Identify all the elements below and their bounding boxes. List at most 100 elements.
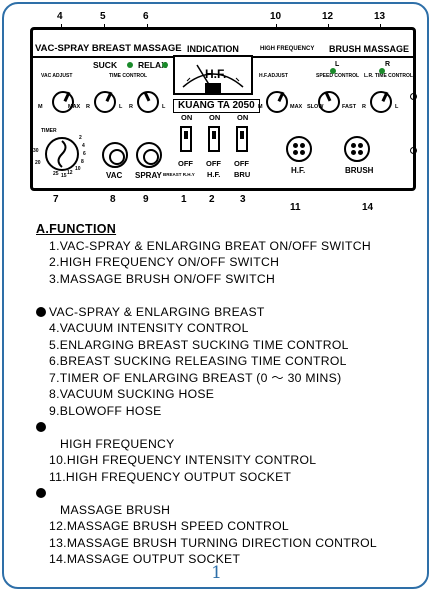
brush-output-socket[interactable] — [344, 136, 370, 162]
section-brush-heading: MASSAGE BRUSH — [60, 502, 171, 517]
knob-r-label: R — [86, 104, 90, 110]
callout-14: 14 — [362, 202, 374, 213]
function-heading: A.FUNCTION — [36, 222, 117, 236]
callout-10: 10 — [270, 11, 282, 22]
function-line: 6.BREAST SUCKING RELEASING TIME CONTROL — [49, 354, 347, 368]
socket-pin — [293, 143, 298, 148]
suck-time-knob[interactable] — [94, 91, 116, 113]
switch2-on-label: ON — [209, 113, 221, 122]
knob-min-label: M — [38, 104, 43, 110]
callout-4: 4 — [57, 11, 63, 22]
hf-adjust-label: H.F.ADJUST — [259, 73, 288, 79]
function-line: 11.HIGH FREQUENCY OUTPUT SOCKET — [49, 469, 292, 484]
callout-8: 8 — [110, 194, 116, 205]
switch2-off-label: OFF — [206, 159, 221, 168]
brush-socket-label: BRUSH — [345, 166, 374, 175]
section-vac-label: VAC-SPRAY & ENLARGING BREAST — [49, 304, 265, 319]
panel-screw-icon — [410, 93, 417, 100]
knob-max-label: MAX — [68, 104, 81, 110]
timer-mark-10: 10 — [75, 166, 81, 172]
knob-l-label: L — [395, 104, 399, 110]
brush-direction-knob[interactable] — [370, 91, 392, 113]
socket-pin — [300, 150, 305, 155]
hf-output-socket[interactable] — [286, 136, 312, 162]
function-line: 8.VACUUM SUCKING HOSE — [49, 387, 215, 401]
knob-r-label: R — [129, 104, 133, 110]
timer-mark-30: 30 — [33, 148, 39, 154]
socket-pin — [358, 143, 363, 148]
section-hf-heading: HIGH FREQUENCY — [60, 436, 175, 451]
spray-label: SPRAY — [135, 171, 162, 180]
timer-mark-4: 4 — [82, 143, 85, 149]
relax-indicator-icon — [162, 62, 168, 68]
timer-mark-20: 20 — [35, 160, 41, 166]
callout-13: 13 — [374, 11, 386, 22]
panel-title: VAC-SPRAY BREAST MASSAGE — [35, 43, 182, 54]
function-line: 3.MASSAGE BRUSH ON/OFF SWITCH — [49, 271, 276, 286]
function-line: 2.HIGH FREQUENCY ON/OFF SWITCH — [49, 255, 280, 269]
high-frequency-label: HIGH FREQUENCY — [260, 46, 315, 52]
relax-label: RELAX — [138, 60, 167, 70]
suck-label: SUCK — [93, 60, 118, 70]
function-line: 10.HIGH FREQUENCY INTENSITY CONTROL — [49, 453, 317, 467]
timer-mark-8: 8 — [81, 159, 84, 165]
knob-fast-label: FAST — [342, 104, 357, 110]
callout-3: 3 — [240, 194, 246, 205]
spacer — [36, 287, 416, 304]
control-panel: VAC-SPRAY BREAST MASSAGE INDICATION HIGH… — [30, 27, 417, 191]
timer-mark-2: 2 — [79, 135, 82, 141]
section-hf-bullet — [36, 419, 416, 436]
socket-pin — [300, 143, 305, 148]
timer-mark-25: 25 — [53, 171, 59, 177]
knob-min-label: M — [258, 104, 263, 110]
brush-power-switch[interactable] — [236, 126, 248, 152]
function-line: 5.ENLARGING BREAST SUCKING TIME CONTROL — [49, 337, 349, 352]
function-line: 13.MASSAGE BRUSH TURNING DIRECTION CONTR… — [49, 535, 377, 550]
switch1-on-label: ON — [181, 113, 193, 122]
bullet-icon — [36, 488, 46, 498]
brush-massage-label: BRUSH MASSAGE — [329, 44, 410, 54]
timer-mark-6: 6 — [83, 151, 86, 157]
page-number: 1 — [211, 563, 222, 583]
callout-12: 12 — [322, 11, 334, 22]
knob-max-label: MAX — [290, 104, 303, 110]
hf-power-switch[interactable] — [208, 126, 220, 152]
callout-1: 1 — [181, 194, 187, 205]
bullet-icon — [36, 306, 46, 317]
timer-mark-12: 12 — [67, 170, 73, 176]
hf-adjust-knob[interactable] — [266, 91, 288, 113]
switch3-on-label: ON — [237, 113, 249, 122]
bullet-icon — [36, 422, 46, 432]
brush-speed-knob[interactable] — [318, 91, 340, 113]
brush-r-label: R — [385, 61, 391, 68]
brush-l-label: L — [335, 61, 340, 68]
callout-2: 2 — [209, 194, 215, 205]
socket-pin — [351, 150, 356, 155]
timer-dial[interactable] — [45, 137, 79, 171]
function-line: 4.VACUUM INTENSITY CONTROL — [49, 321, 249, 335]
function-line: 14.MASSAGE OUTPUT SOCKET — [49, 552, 241, 566]
relax-time-knob[interactable] — [137, 91, 159, 113]
switch1-off-label: OFF — [178, 159, 193, 168]
callout-6: 6 — [143, 11, 149, 22]
switch3-bru-label: BRU — [234, 170, 251, 179]
brush-r-indicator-icon — [379, 68, 385, 74]
knob-slow-label: SLOW — [307, 104, 324, 110]
function-line: 9.BLOWOFF HOSE — [49, 403, 162, 418]
lr-time-control-label: L.R. TIME CONTROL — [364, 73, 413, 79]
brush-l-indicator-icon — [330, 68, 336, 74]
meter-label: H.F. — [205, 67, 227, 81]
vac-adjust-label: VAC ADJUST — [41, 73, 73, 79]
spray-socket[interactable] — [136, 142, 162, 168]
knob-l-label: L — [162, 104, 166, 110]
time-control-label: TIME CONTROL — [109, 73, 148, 79]
vac-adjust-knob[interactable] — [52, 91, 74, 113]
page-frame — [2, 2, 429, 589]
vac-spray-power-switch[interactable] — [180, 126, 192, 152]
socket-pin — [293, 150, 298, 155]
vac-label: VAC — [106, 171, 123, 180]
vac-socket[interactable] — [102, 142, 128, 168]
section-brush-bullet — [36, 485, 416, 502]
callout-11: 11 — [290, 202, 301, 213]
panel-screw-icon — [410, 147, 417, 154]
